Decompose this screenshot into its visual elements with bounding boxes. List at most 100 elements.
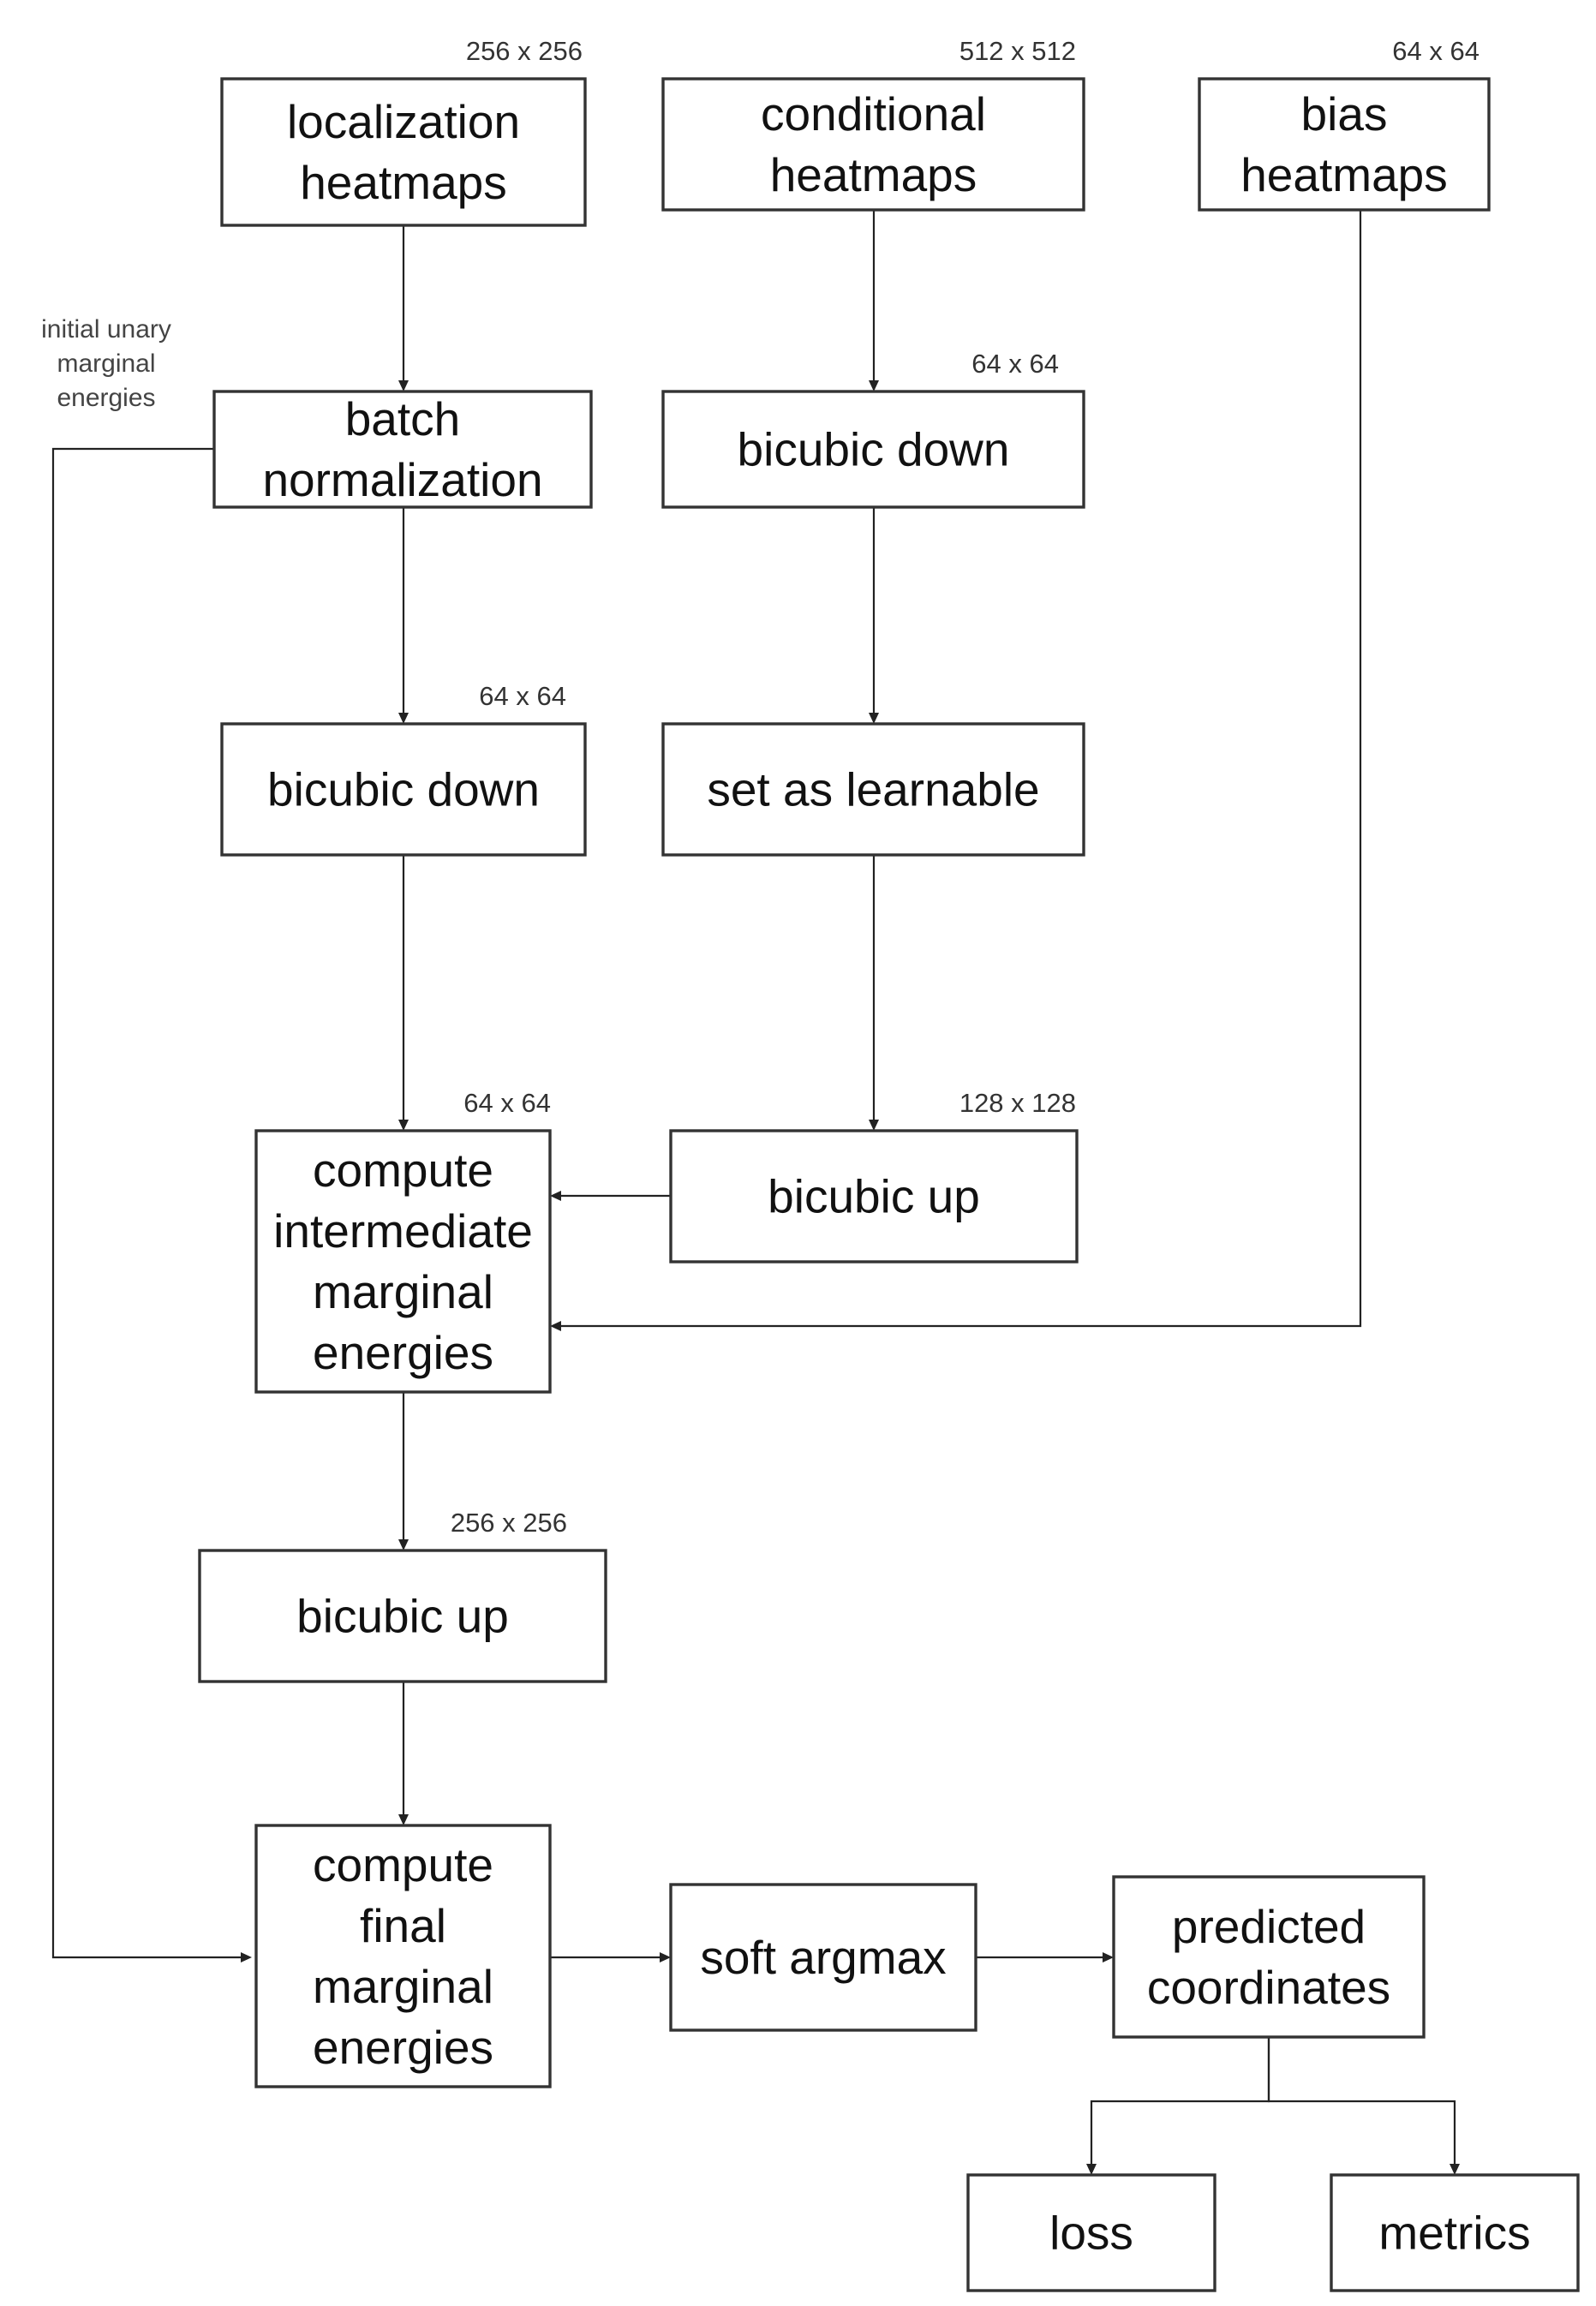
node-label: batch [345,392,461,445]
arrowhead [1450,2164,1460,2175]
node-box [220,77,587,227]
node-predicted-coordinates: predicted coordinates [1112,1875,1426,2039]
edge-compute-intermediate-to-bicubic-up-left [398,1392,409,1550]
node-label: heatmaps [300,156,507,209]
arrowhead [398,713,409,724]
node-box [661,390,1085,509]
edge-batch-normalization-to-compute-final [51,447,252,1962]
node-bicubic-up-right: bicubic up [669,1129,1079,1264]
edge-line [1267,2037,1456,2164]
dim-label-learnable-up: 128 x 128 [959,1088,1076,1118]
node-soft-argmax: soft argmax [669,1883,977,2032]
node-label: compute [313,1838,493,1891]
arrowhead [398,1539,409,1550]
node-label: bicubic down [738,423,1010,476]
node-conditional-heatmaps: conditional heatmaps [661,77,1085,212]
node-compute-final: compute final marginal energies [254,1824,552,2088]
arrowhead [869,713,879,724]
edge-localization-heatmaps-to-batch-normalization [398,225,409,391]
edge-compute-final-to-soft-argmax [550,1952,671,1962]
node-label: soft argmax [700,1931,946,1984]
node-label: normalization [262,453,542,506]
node-box [661,722,1085,857]
dim-label-conditional-in: 512 x 512 [959,36,1076,66]
arrowhead [550,1191,561,1201]
side-label-line: energies [57,384,155,412]
edge-batch-normalization-to-bicubic-down-left [398,507,409,724]
edge-bicubic-up-right-to-compute-intermediate [550,1191,671,1201]
node-label: compute [313,1144,493,1197]
node-batch-normalization: batch normalization [212,390,593,509]
node-bicubic-up-left: bicubic up [198,1549,607,1683]
edge-predicted-coordinates-to-metrics [1267,2037,1460,2175]
edge-bicubic-down-right-to-set-as-learnable [869,507,879,724]
node-box [1198,77,1491,212]
node-compute-intermediate: compute intermediate marginal energies [254,1129,552,1394]
node-label: heatmaps [1240,148,1448,201]
node-label: bicubic up [296,1590,509,1643]
node-localization-heatmaps: localization heatmaps [220,77,587,227]
node-box [661,77,1085,212]
edge-line [1090,2037,1270,2164]
node-label: energies [313,2021,493,2074]
edge-bias-heatmaps-to-compute-intermediate [550,210,1362,1331]
arrowhead [1086,2164,1097,2175]
arrowhead [241,1952,252,1962]
node-label: energies [313,1326,493,1379]
node-box [669,1129,1079,1264]
initial-unary-energies-label: initial unary marginal energies [41,315,171,412]
node-box [212,390,593,509]
node-label: marginal [313,1265,493,1318]
node-box [198,1549,607,1683]
node-label: localization [287,95,520,148]
dim-label-conditional-down: 64 x 64 [971,349,1059,379]
node-bicubic-down-right: bicubic down [661,390,1085,509]
arrowhead [398,1814,409,1825]
node-label: final [360,1899,446,1952]
arrowhead [398,1120,409,1131]
dim-label-intermediate-in: 64 x 64 [463,1088,551,1118]
node-box [1112,1875,1426,2039]
edges-layer [51,210,1460,2175]
edge-bicubic-down-left-to-compute-intermediate [398,855,409,1131]
dim-label-final-up: 256 x 256 [451,1508,567,1538]
node-label: set as learnable [707,763,1039,816]
node-box [220,722,587,857]
dim-label-localization-down: 64 x 64 [479,681,566,711]
edge-line [51,447,241,1959]
node-box [1330,2173,1580,2292]
node-label: coordinates [1147,1961,1390,2014]
node-bias-heatmaps: bias heatmaps [1198,77,1491,212]
node-set-as-learnable: set as learnable [661,722,1085,857]
node-box [669,1883,977,2032]
edge-line [561,210,1362,1328]
node-box [254,1129,552,1394]
arrowhead [869,380,879,391]
dim-label-localization-in: 256 x 256 [466,36,583,66]
side-label-line: marginal [57,349,155,378]
node-metrics: metrics [1330,2173,1580,2292]
edge-conditional-heatmaps-to-bicubic-down-right [869,210,879,391]
node-box [254,1824,552,2088]
side-label-line: initial unary [41,315,171,344]
arrowhead [869,1120,879,1131]
node-label: marginal [313,1960,493,2013]
labels-layer: 256 x 256 512 x 512 64 x 64 64 x 64 64 x… [451,36,1479,1538]
edge-bicubic-up-left-to-compute-final [398,1682,409,1825]
node-label: bias [1301,87,1388,140]
edge-predicted-coordinates-to-loss [1086,2037,1270,2175]
edge-set-as-learnable-to-bicubic-up-right [869,855,879,1131]
dim-label-bias-in: 64 x 64 [1392,36,1479,66]
nodes-layer: localizationheatmapsconditionalheatmapsb… [198,77,1580,2292]
node-bicubic-down-left: bicubic down [220,722,587,857]
node-label: intermediate [273,1204,533,1258]
node-label: loss [1049,2207,1133,2260]
node-label: predicted [1172,1900,1366,1953]
node-label: bicubic down [267,763,540,816]
node-label: heatmaps [770,148,977,201]
edge-soft-argmax-to-predicted-coordinates [976,1952,1114,1962]
arrowhead [1103,1952,1114,1962]
node-box [966,2173,1216,2292]
node-label: conditional [761,87,986,140]
